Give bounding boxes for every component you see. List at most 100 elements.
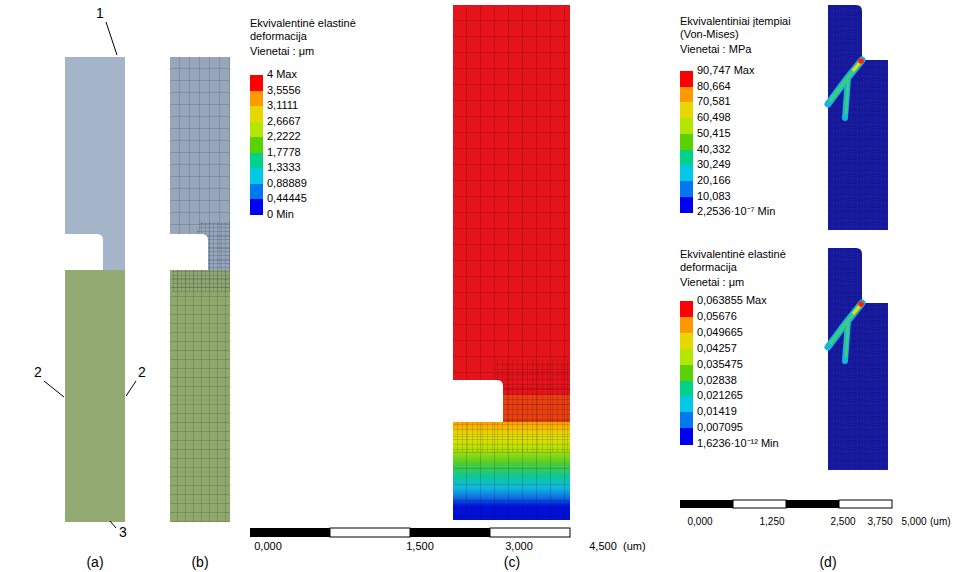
contour-region bbox=[828, 248, 888, 470]
mesh-grid bbox=[453, 422, 570, 520]
scale-bar bbox=[490, 528, 570, 537]
legend-swatch bbox=[680, 134, 693, 150]
legend-value: 30,249 bbox=[697, 159, 731, 172]
legend-value: 0,063855 Max bbox=[697, 294, 767, 307]
contour-region bbox=[453, 5, 570, 422]
strain-peak bbox=[858, 301, 864, 307]
legend-min: 2,2536·10⁻⁷ Min bbox=[697, 206, 775, 219]
legend-value: 1,7778 bbox=[267, 146, 301, 159]
upper-part bbox=[65, 57, 125, 270]
legend-swatch bbox=[680, 150, 693, 166]
legend-units: Vienetai : μm bbox=[250, 45, 314, 58]
mesh-grid bbox=[828, 248, 888, 470]
contour-region bbox=[828, 5, 888, 230]
scale-value: 0,000 bbox=[687, 516, 712, 528]
leader-line bbox=[110, 521, 116, 528]
contour-region bbox=[453, 422, 570, 520]
callout-number: 1 bbox=[96, 5, 104, 22]
scale-bar bbox=[410, 528, 490, 537]
legend-swatch bbox=[250, 168, 263, 184]
legend-min: 1,6236·10⁻¹² Min bbox=[697, 438, 779, 451]
legend-units: Vienetai : μm bbox=[680, 276, 744, 289]
legend-value: 90,747 Max bbox=[697, 64, 754, 77]
legend-value: 3,5556 bbox=[267, 84, 301, 97]
legend-swatch bbox=[680, 181, 693, 197]
stress-peak bbox=[858, 58, 864, 64]
legend-value: 0,88889 bbox=[267, 177, 307, 190]
legend-min: 0 Min bbox=[267, 208, 294, 221]
scale-bar bbox=[786, 500, 839, 508]
mesh-refinement bbox=[495, 360, 570, 422]
legend-swatch bbox=[680, 102, 693, 118]
mesh-refinement bbox=[453, 422, 570, 452]
callout-number: 2 bbox=[138, 364, 146, 381]
legend-value: 2,6667 bbox=[267, 115, 301, 128]
panel-caption: (b) bbox=[191, 554, 208, 571]
callout-number: 2 bbox=[34, 364, 42, 381]
legend-value: 0,44445 bbox=[267, 192, 307, 205]
legend-value: 0,021265 bbox=[697, 390, 743, 403]
legend-swatch bbox=[680, 317, 693, 334]
legend-value: 0,035475 bbox=[697, 358, 743, 371]
scale-bar bbox=[330, 528, 410, 537]
scale-value: 3,750 bbox=[867, 516, 892, 528]
callout-number: 3 bbox=[119, 524, 127, 541]
legend-value: 70,581 bbox=[697, 96, 731, 109]
legend-swatch bbox=[250, 199, 263, 215]
legend-swatch bbox=[250, 184, 263, 200]
legend-swatch bbox=[680, 381, 693, 398]
legend-swatch bbox=[250, 137, 263, 153]
legend-value: 4 Max bbox=[267, 68, 297, 81]
upper-mesh bbox=[170, 57, 230, 270]
panel-caption: (c) bbox=[504, 554, 520, 571]
scale-bar bbox=[250, 528, 330, 537]
mesh-grid bbox=[828, 5, 888, 230]
mesh-refinement bbox=[196, 222, 230, 270]
panel-caption: (a) bbox=[86, 554, 103, 571]
scale-bar bbox=[680, 500, 733, 508]
mesh-grid bbox=[170, 57, 230, 270]
scale-value: 1,250 bbox=[759, 516, 784, 528]
stress-band bbox=[846, 80, 848, 114]
legend-swatch bbox=[680, 365, 693, 382]
scale-value: 3,000 bbox=[505, 540, 533, 553]
legend-value: 0,049665 bbox=[697, 326, 743, 339]
legend-value: 1,3333 bbox=[267, 161, 301, 174]
legend-value: 80,664 bbox=[697, 80, 731, 93]
legend-value: 40,332 bbox=[697, 143, 731, 156]
legend-value: 0,007095 bbox=[697, 422, 743, 435]
leader-line bbox=[44, 381, 64, 397]
scale-bar bbox=[733, 500, 786, 508]
legend-swatch bbox=[680, 165, 693, 181]
strain-band bbox=[846, 323, 848, 357]
mesh-grid bbox=[170, 270, 230, 522]
legend-swatch bbox=[680, 349, 693, 366]
scale-value: 1,500 bbox=[406, 540, 434, 553]
scale-unit: (um) bbox=[930, 516, 951, 528]
legend-swatch bbox=[680, 412, 693, 429]
strain-plot bbox=[828, 248, 888, 470]
legend-swatch bbox=[680, 428, 693, 445]
legend-title: Ekvivalentinė elastinė deformacija bbox=[250, 17, 380, 43]
legend-value: 0,02838 bbox=[697, 374, 737, 387]
scale-value: 0,000 bbox=[254, 540, 282, 553]
leader-line bbox=[126, 381, 136, 396]
legend-title: Ekvivalentinė elastinė deformacija bbox=[680, 248, 815, 274]
lower-part bbox=[65, 270, 125, 522]
legend-value: 3,1111 bbox=[267, 99, 298, 112]
scale-unit: (um) bbox=[623, 540, 646, 553]
legend-swatch bbox=[680, 301, 693, 318]
legend-value: 0,05676 bbox=[697, 310, 737, 323]
legend-value: 10,083 bbox=[697, 190, 731, 203]
legend-value: 2,2222 bbox=[267, 130, 301, 143]
scale-value: 2,500 bbox=[830, 516, 855, 528]
strain-band bbox=[845, 321, 848, 361]
legend-title: Ekvivalentiniai įtempiai (Von-Mises) bbox=[680, 15, 815, 41]
legend-units: Vienetai : MPa bbox=[680, 43, 751, 56]
legend-value: 0,01419 bbox=[697, 406, 737, 419]
legend-value: 20,166 bbox=[697, 174, 731, 187]
legend-swatch bbox=[250, 122, 263, 138]
legend-value: 60,498 bbox=[697, 112, 731, 125]
